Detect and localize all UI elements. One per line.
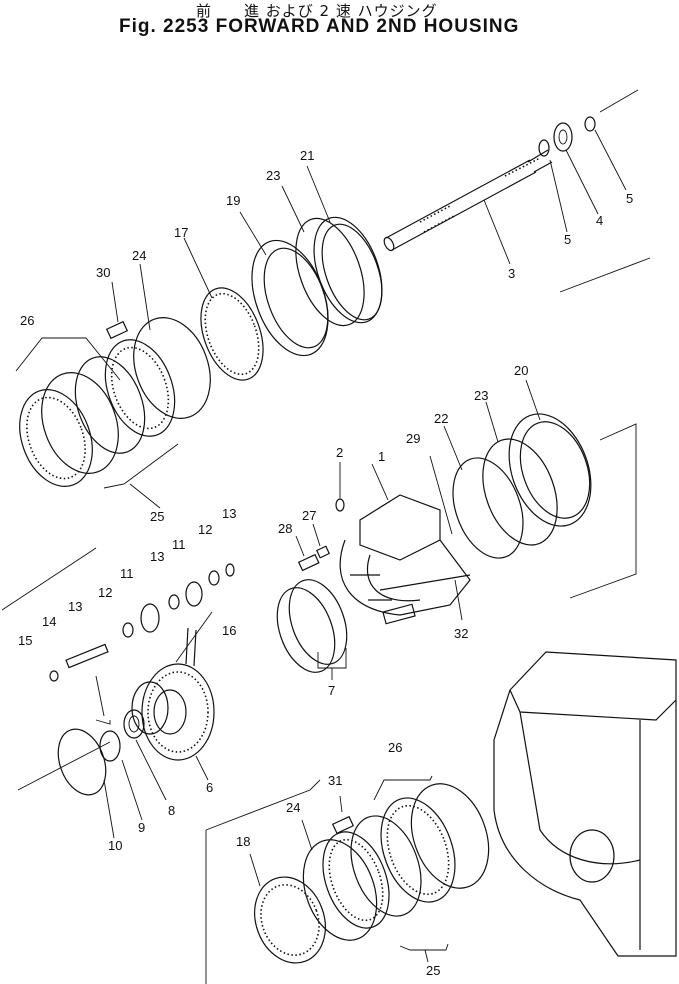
callout-18: 18 bbox=[236, 834, 250, 849]
callout-1: 1 bbox=[378, 449, 385, 464]
transmission-case bbox=[493, 651, 677, 957]
callout-23-right: 23 bbox=[474, 388, 488, 403]
callout-5-right: 5 bbox=[626, 191, 633, 206]
callout-21: 21 bbox=[300, 148, 314, 163]
diagram-title-japanese: 前 進 および 2 速 ハウジング bbox=[196, 2, 438, 20]
callout-11-left: 11 bbox=[120, 566, 134, 581]
callout-26-top: 26 bbox=[20, 313, 34, 328]
callout-9: 9 bbox=[138, 820, 145, 835]
carrier-assembly bbox=[1, 547, 235, 839]
callout-28: 28 bbox=[278, 521, 292, 536]
callout-8: 8 bbox=[168, 803, 175, 818]
callout-5-left: 5 bbox=[564, 232, 571, 247]
callout-10: 10 bbox=[108, 838, 122, 853]
callout-23-top: 23 bbox=[266, 168, 280, 183]
lower-clutch-plates bbox=[205, 775, 490, 984]
callout-2: 2 bbox=[336, 445, 343, 460]
callout-25-top: 25 bbox=[150, 509, 164, 524]
callout-17: 17 bbox=[174, 225, 188, 240]
callout-13-middle: 13 bbox=[150, 549, 164, 564]
callout-31: 31 bbox=[328, 773, 342, 788]
callout-15: 15 bbox=[18, 633, 32, 648]
callout-29: 29 bbox=[406, 431, 420, 446]
callout-6: 6 bbox=[206, 780, 213, 795]
callout-13-top: 13 bbox=[222, 506, 236, 521]
callout-4: 4 bbox=[596, 213, 603, 228]
callout-22: 22 bbox=[434, 411, 448, 426]
callout-27: 27 bbox=[302, 508, 316, 523]
callout-19: 19 bbox=[226, 193, 240, 208]
right-ring-stack bbox=[443, 379, 637, 599]
upper-ring-stack bbox=[183, 165, 383, 381]
callout-13-left: 13 bbox=[68, 599, 82, 614]
callout-30: 30 bbox=[96, 265, 110, 280]
callout-12-left: 12 bbox=[98, 585, 112, 600]
housing-assembly bbox=[295, 455, 471, 625]
callout-32: 32 bbox=[454, 626, 468, 641]
callout-3: 3 bbox=[508, 266, 515, 281]
callout-25-bottom: 25 bbox=[426, 963, 440, 978]
upper-clutch-plates bbox=[15, 263, 211, 509]
callout-20: 20 bbox=[514, 363, 528, 378]
callout-26-bottom: 26 bbox=[388, 740, 402, 755]
seal-rings bbox=[276, 579, 348, 680]
callout-14: 14 bbox=[42, 614, 56, 629]
callout-24-top: 24 bbox=[132, 248, 146, 263]
shaft-assembly bbox=[383, 89, 651, 293]
callout-7: 7 bbox=[328, 683, 335, 698]
diagram-title: Fig. 2253 FORWARD AND 2ND HOUSING bbox=[119, 16, 520, 37]
callout-24-bottom: 24 bbox=[286, 800, 300, 815]
callout-labels: 1 2 3 4 5 5 6 7 8 9 10 11 11 12 12 13 13… bbox=[18, 148, 633, 978]
callout-16: 16 bbox=[222, 623, 236, 638]
callout-11-right: 11 bbox=[172, 537, 186, 552]
callout-12-right: 12 bbox=[198, 522, 212, 537]
